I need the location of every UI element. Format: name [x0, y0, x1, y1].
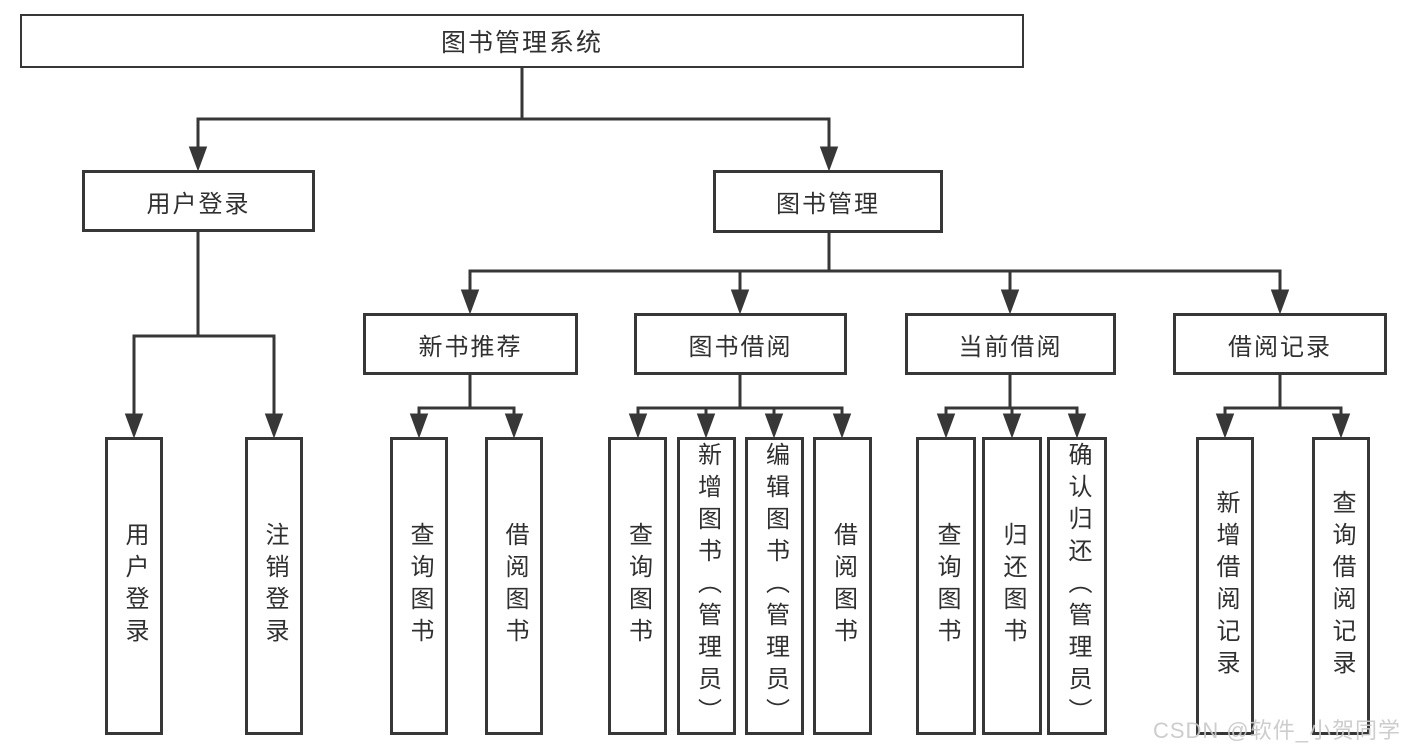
- node-label: 查询图书: [624, 522, 652, 650]
- leaf-records-query-record: 查询借阅记录: [1312, 437, 1370, 735]
- node-label: 图书管理: [776, 191, 880, 218]
- node-label: 新书推荐: [418, 333, 523, 361]
- leaf-logout-login: 注销登录: [245, 437, 303, 735]
- node-label: 查询图书: [406, 522, 433, 650]
- leaf-records-add-record: 新增借阅记录: [1196, 437, 1254, 735]
- leaf-current-query-books: 查询图书: [916, 437, 976, 735]
- node-user-login-branch: 用户登录: [82, 170, 315, 232]
- leaf-borrowing-add-books-admin: 新增图书（管理员）: [677, 437, 736, 735]
- node-label: 查询图书: [933, 522, 960, 650]
- node-label: 新增借阅记录: [1212, 490, 1239, 682]
- leaf-borrowing-query-books: 查询图书: [608, 437, 667, 735]
- node-label: 借阅图书: [829, 522, 857, 650]
- node-root-label: 图书管理系统: [440, 29, 603, 57]
- node-label: 归还图书: [999, 522, 1026, 650]
- leaf-borrowing-edit-books-admin: 编辑图书（管理员）: [745, 437, 804, 735]
- node-borrowing-records: 借阅记录: [1173, 313, 1387, 375]
- node-label: 借阅记录: [1228, 333, 1332, 361]
- node-label: 当前借阅: [958, 333, 1063, 361]
- leaf-recommend-borrow-books: 借阅图书: [485, 437, 543, 735]
- node-root: 图书管理系统: [20, 14, 1024, 68]
- node-label: 借阅图书: [501, 522, 528, 650]
- node-current-borrowing: 当前借阅: [905, 313, 1116, 375]
- node-label: 用户登录: [121, 522, 148, 650]
- leaf-user-login: 用户登录: [105, 437, 163, 735]
- leaf-borrowing-borrow-books: 借阅图书: [813, 437, 872, 735]
- csdn-watermark: CSDN @软件_小贺同学: [1152, 718, 1401, 743]
- leaf-recommend-query-books: 查询图书: [390, 437, 448, 735]
- leaf-current-return-books: 归还图书: [982, 437, 1042, 735]
- node-label: 图书借阅: [688, 333, 793, 361]
- leaf-current-confirm-return-admin: 确认归还（管理员）: [1047, 437, 1107, 735]
- node-book-borrowing: 图书借阅: [634, 313, 847, 375]
- node-label: 编辑图书（管理员）: [761, 442, 789, 730]
- node-label: 用户登录: [146, 190, 251, 218]
- node-new-book-recommend: 新书推荐: [363, 313, 578, 375]
- node-label: 查询借阅记录: [1328, 490, 1355, 682]
- node-label: 确认归还（管理员）: [1064, 442, 1091, 730]
- node-label: 新增图书（管理员）: [693, 442, 721, 730]
- node-book-management: 图书管理: [713, 170, 943, 233]
- node-label: 注销登录: [261, 522, 288, 650]
